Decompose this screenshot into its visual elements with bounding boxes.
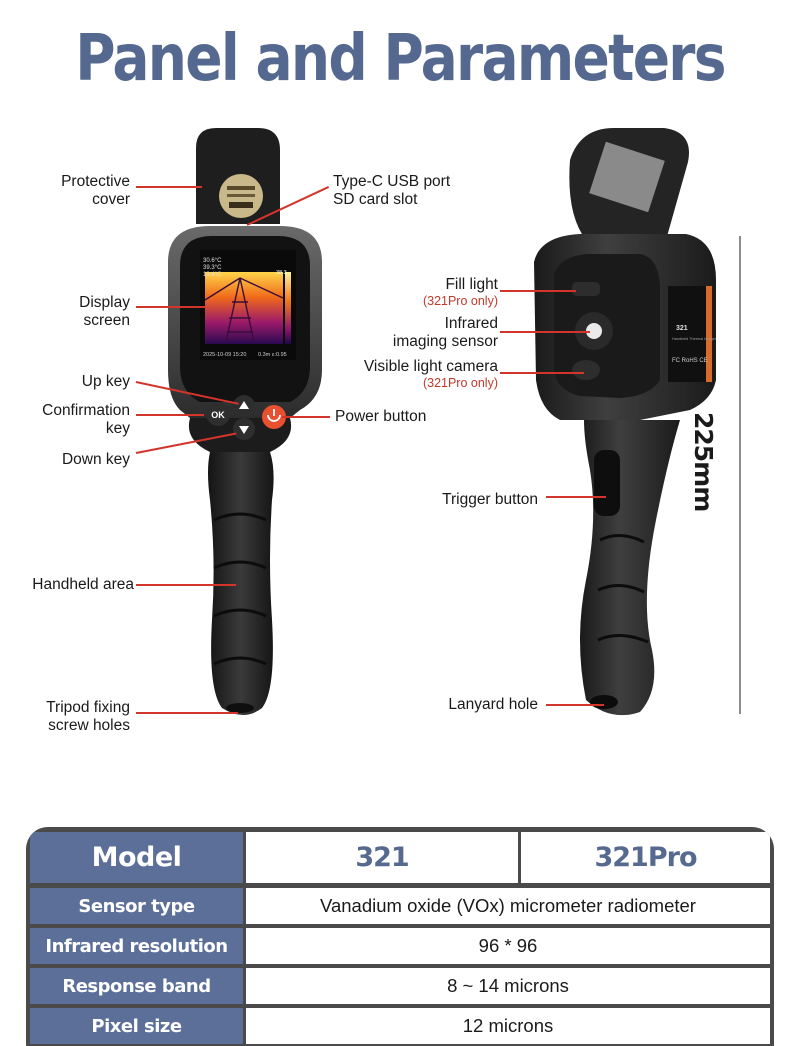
label-handheld-area: Handheld area <box>32 576 134 593</box>
back-view-device: 321 Handheld Thermal Imager FC RoHS CE <box>534 128 717 716</box>
infrared-sensor <box>586 323 602 339</box>
table-row-value: 12 microns <box>246 1008 770 1044</box>
leader-display-screen <box>136 306 206 308</box>
screen-emissivity: ε:0.95 <box>272 352 287 358</box>
color-scale <box>285 272 291 344</box>
brand-badge <box>668 286 712 382</box>
screen-temp-1: 30.6°C <box>203 258 222 264</box>
grip-ridges <box>213 512 267 666</box>
brand-cert: FC RoHS CE <box>672 358 708 364</box>
label-trigger-button: Trigger button <box>442 491 538 508</box>
label-power-button: Power button <box>335 408 427 425</box>
fill-light <box>572 282 600 296</box>
ok-key-label: OK <box>211 410 225 420</box>
leader-lanyard-hole <box>546 704 604 706</box>
table-header-321: 321 <box>246 832 518 883</box>
ok-key <box>206 402 230 426</box>
table-header-model: Model <box>30 832 243 883</box>
label-fill-light: Fill light (321Pro only) <box>340 276 498 309</box>
screen-distance: 0.3m <box>258 352 271 358</box>
table-row-label: Pixel size <box>30 1008 243 1044</box>
screen-temp-2: 39.3°C <box>203 265 222 271</box>
leader-handheld-area <box>136 584 236 586</box>
up-arrow-icon <box>239 401 249 409</box>
down-arrow-icon <box>239 426 249 434</box>
tripod-screw-hole <box>226 703 254 713</box>
label-visible-camera: Visible light camera (321Pro only) <box>330 358 498 391</box>
cover-label <box>589 141 665 213</box>
visible-light-camera <box>572 360 600 380</box>
table-header-321pro: 321Pro <box>521 832 770 883</box>
fill-light-note: (321Pro only) <box>422 294 498 308</box>
brand-subtext: Handheld Thermal Imager <box>672 337 717 341</box>
power-icon <box>267 414 281 422</box>
brand-model: 321 <box>676 325 688 332</box>
dimension-label: 225mm <box>689 412 718 512</box>
leader-trigger-button <box>546 496 606 498</box>
leader-fill-light <box>500 290 576 292</box>
leader-confirmation-key <box>136 414 204 416</box>
table-row-value: Vanadium oxide (VOx) micrometer radiomet… <box>246 888 770 924</box>
screen-timestamp: 2025-10-09 15:20 <box>203 352 246 358</box>
page-title: Panel and Parameters <box>75 22 726 96</box>
label-down-key: Down key <box>61 451 130 468</box>
screen-scale-top: 38.3 <box>276 270 287 276</box>
table-row-value: 96 * 96 <box>246 928 770 964</box>
lanyard-hole <box>590 695 618 709</box>
screen-temp-3: 13.4°C <box>203 272 222 278</box>
label-lanyard-hole: Lanyard hole <box>448 696 538 713</box>
table-row-label: Sensor type <box>30 888 243 924</box>
table-row-value: 8 ~ 14 microns <box>246 968 770 1004</box>
visible-camera-note: (321Pro only) <box>422 376 498 390</box>
pylon-drawing <box>204 277 284 343</box>
leader-power-button <box>282 416 330 418</box>
parameter-table: Model 321 321Pro Sensor type Vanadium ox… <box>26 827 774 1046</box>
power-key <box>262 405 286 429</box>
trigger-button <box>594 450 620 516</box>
leader-infrared-sensor <box>500 331 590 333</box>
front-view-device: 30.6°C 39.3°C 13.4°C 38.3 2025-10-09 15:… <box>168 128 322 715</box>
table-row-label: Response band <box>30 968 243 1004</box>
table-row-label: Infrared resolution <box>30 928 243 964</box>
thermal-image <box>205 272 283 344</box>
leader-protective-cover <box>136 186 202 188</box>
leader-visible-camera <box>500 372 584 374</box>
label-up-key: Up key <box>81 373 130 390</box>
back-grip-ridges <box>597 534 649 644</box>
leader-tripod <box>136 712 238 714</box>
